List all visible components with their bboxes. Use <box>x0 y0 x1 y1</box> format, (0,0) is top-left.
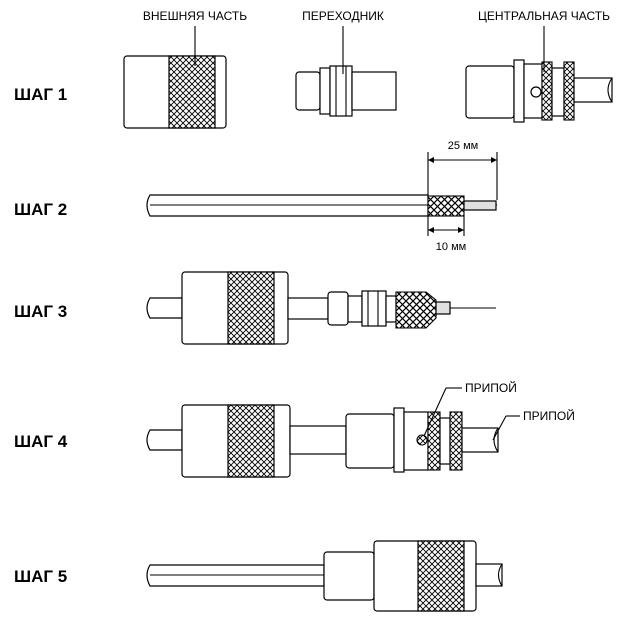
part-label-adapter: ПЕРЕХОДНИК <box>302 9 384 23</box>
part-label-outer: ВНЕШНЯЯ ЧАСТЬ <box>143 9 247 23</box>
step-2-cable <box>146 194 497 217</box>
step-3-assembly <box>146 271 496 345</box>
step-2-label: ШАГ 2 <box>14 200 67 219</box>
step-5-assembled-connector <box>146 540 503 612</box>
dimension-25mm-label: 25 мм <box>448 140 478 152</box>
solder-label-2: ПРИПОЙ <box>523 408 575 423</box>
solder-label-1: ПРИПОЙ <box>465 380 517 395</box>
step-1-outer-part <box>123 26 227 129</box>
dimension-10mm-label: 10 мм <box>436 241 466 253</box>
step-3-label: ШАГ 3 <box>14 302 67 321</box>
step-4-label: ШАГ 4 <box>14 432 68 451</box>
step-5-label: ШАГ 5 <box>14 567 67 586</box>
step-1-center-part <box>465 26 613 123</box>
step-2-dimension-25mm: 25 мм <box>427 140 498 200</box>
step-1-adapter <box>295 26 397 117</box>
solder-point-side <box>416 434 428 446</box>
step-2-dimension-10mm: 10 мм <box>427 216 466 253</box>
step-4-assembly: ПРИПОЙ ПРИПОЙ <box>146 380 575 478</box>
step-1-label: ШАГ 1 <box>14 85 67 104</box>
part-label-center: ЦЕНТРАЛЬНАЯ ЧАСТЬ <box>478 9 610 23</box>
